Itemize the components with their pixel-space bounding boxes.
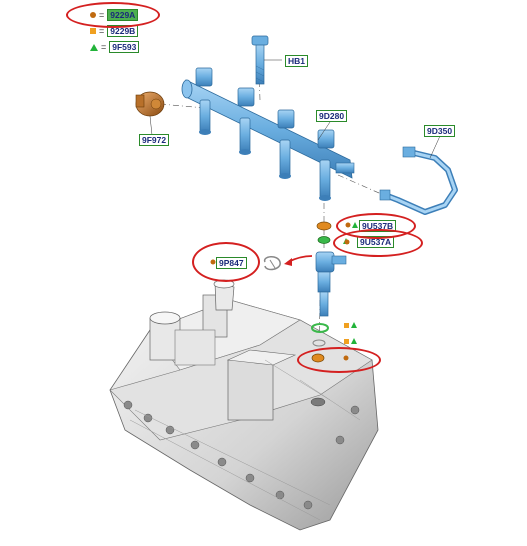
- retaining-clip: [263, 256, 281, 271]
- part-label-9d350[interactable]: 9D350: [424, 125, 456, 137]
- leader-lines: [149, 59, 441, 159]
- square-icon: [90, 28, 96, 34]
- pressure-sensor: [135, 91, 165, 117]
- fuel-line: [379, 146, 458, 215]
- bolt-hb1: [251, 35, 269, 85]
- annotation-circle-lower-seal: [297, 347, 381, 373]
- legend-equals: =: [101, 42, 107, 52]
- injector-assembly: [311, 221, 347, 363]
- annotation-circle-9p847: [192, 242, 260, 282]
- cylinder-head: [109, 279, 379, 531]
- part-label-hb1[interactable]: HB1: [285, 55, 309, 67]
- legend-equals: =: [99, 26, 105, 36]
- annotation-circle-legend: [66, 2, 160, 28]
- legend-row-9229b: = 9229B: [90, 25, 139, 37]
- legend-row-9f593: = 9F593: [90, 41, 140, 53]
- fuel-rail: [181, 67, 355, 201]
- triangle-icon: [90, 43, 98, 51]
- annotation-circle-9u537a: [333, 229, 423, 257]
- part-label-9f972[interactable]: 9F972: [139, 134, 170, 146]
- clip-arrow-head: [284, 258, 292, 266]
- legend-label-9f593[interactable]: 9F593: [109, 41, 140, 53]
- part-label-9d280[interactable]: 9D280: [316, 110, 348, 122]
